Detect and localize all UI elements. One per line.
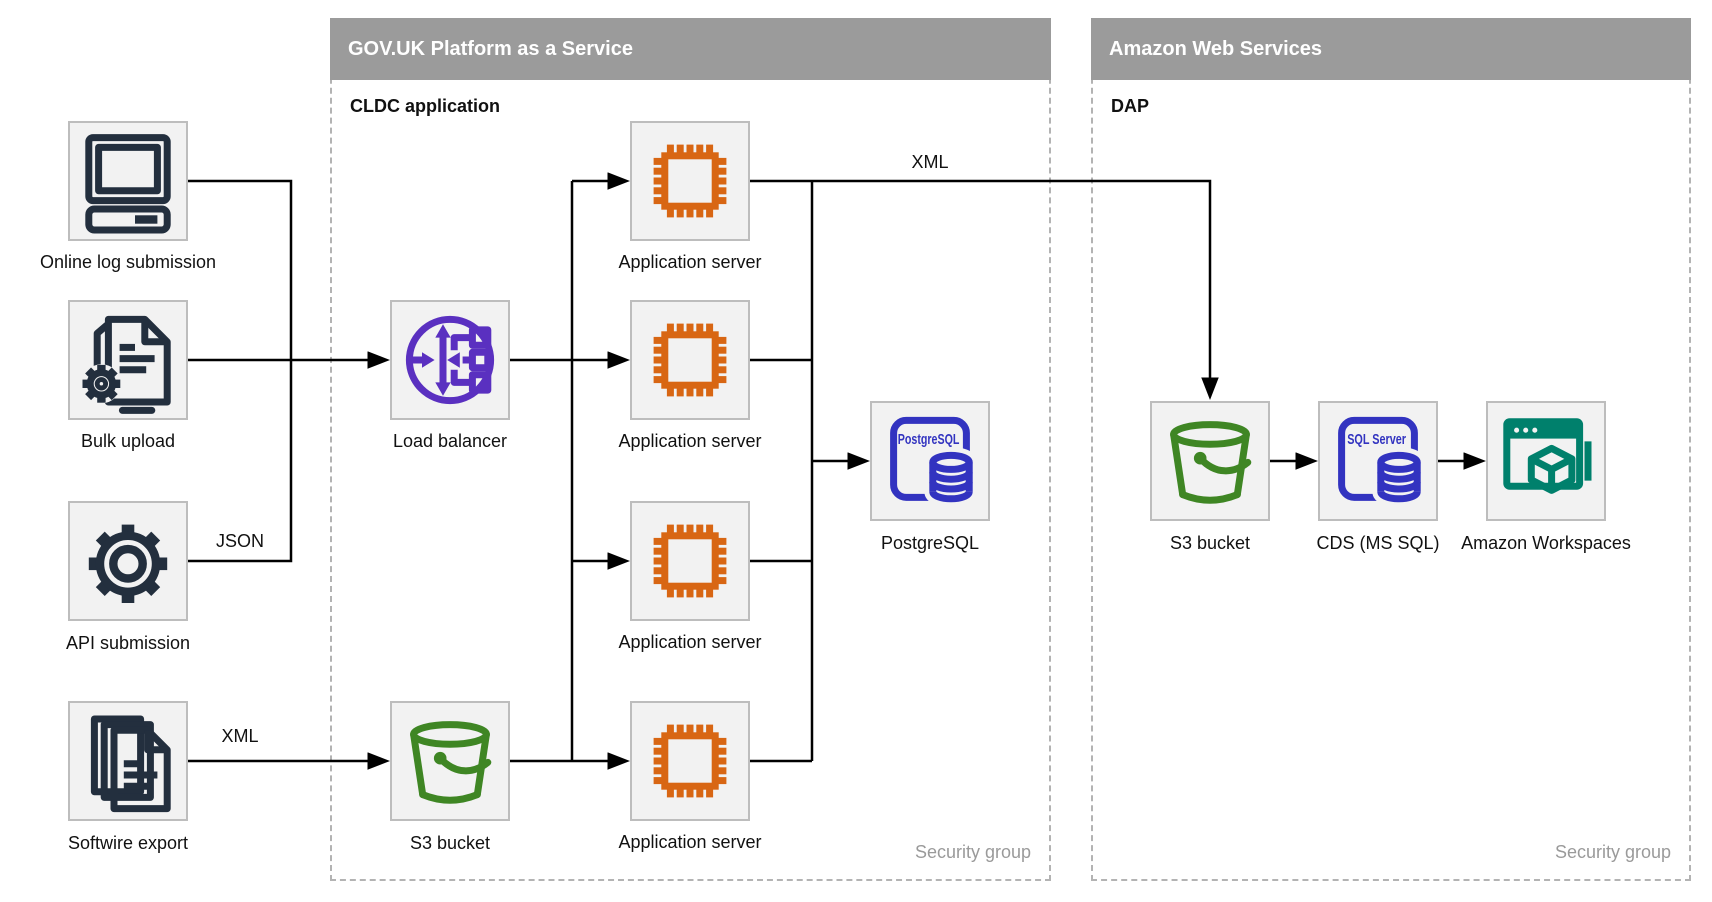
node-label-cds-mssql: CDS (MS SQL) [1316,533,1440,553]
node-amazon-workspaces [1486,401,1606,521]
sql-server-database-icon: SQL Server [1338,416,1426,508]
node-label-api-submission: API submission [65,633,191,653]
node-online-log-submission [68,121,188,241]
container-aws-sublabel: DAP [1111,96,1150,116]
container-aws-title: Amazon Web Services [1109,38,1323,60]
edge-label-xml-top: XML [911,152,949,172]
node-label-amazon-workspaces: Amazon Workspaces [1461,533,1631,553]
cpu-chip-icon [653,724,727,798]
edge-label-xml-left: XML [221,726,259,746]
node-label-app-server-2: Application server [618,431,762,451]
documents-stack-icon [90,715,171,813]
node-bulk-upload [68,300,188,420]
node-label-load-balancer: Load balancer [392,431,508,451]
container-govuk-paas-sublabel: CLDC application [350,96,501,116]
node-s3-bucket-gov [390,701,510,821]
node-label-s3-bucket-gov: S3 bucket [409,833,491,853]
node-label-app-server-1: Application server [618,252,762,272]
node-label-s3-bucket-aws: S3 bucket [1169,533,1251,553]
node-label-online-log-submission: Online log submission [39,252,217,272]
workspaces-icon [1503,418,1592,494]
gear-icon [88,524,168,603]
load-balancer-icon [405,315,495,405]
document-gear-icon [81,315,171,414]
postgresql-database-icon: PostgreSQL [890,416,978,508]
node-load-balancer [390,300,510,420]
node-app-server-2 [630,300,750,420]
container-aws-header: Amazon Web Services [1091,18,1691,80]
s3-bucket-icon [410,721,492,804]
container-govuk-paas-header: GOV.UK Platform as a Service [330,18,1051,80]
cpu-chip-icon [653,524,727,598]
cpu-chip-icon [653,144,727,218]
container-aws-security-group-label: Security group [1554,842,1671,862]
node-softwire-export [68,701,188,821]
node-api-submission [68,501,188,621]
container-govuk-paas: GOV.UK Platform as a Service CLDC applic… [330,18,1051,881]
node-s3-bucket-aws [1150,401,1270,521]
node-label-postgresql: PostgreSQL [880,533,980,553]
cpu-chip-icon [653,323,727,397]
node-postgresql: PostgreSQL [870,401,990,521]
node-label-bulk-upload: Bulk upload [80,431,176,451]
node-label-app-server-3: Application server [618,632,762,652]
container-govuk-paas-title: GOV.UK Platform as a Service [348,38,633,60]
s3-bucket-icon [1170,421,1252,504]
node-label-softwire-export: Softwire export [67,833,189,853]
node-app-server-4 [630,701,750,821]
container-aws: Amazon Web Services DAP Security group [1091,18,1691,881]
node-app-server-3 [630,501,750,621]
postgresql-icon-text: PostgreSQL [898,432,960,448]
node-app-server-1 [630,121,750,241]
sql-server-icon-text: SQL Server [1347,432,1406,448]
node-label-app-server-4: Application server [618,832,762,852]
container-govuk-paas-security-group-label: Security group [914,842,1031,862]
node-cds-mssql: SQL Server [1318,401,1438,521]
computer-icon [85,134,171,234]
edge-label-json: JSON [215,531,264,551]
